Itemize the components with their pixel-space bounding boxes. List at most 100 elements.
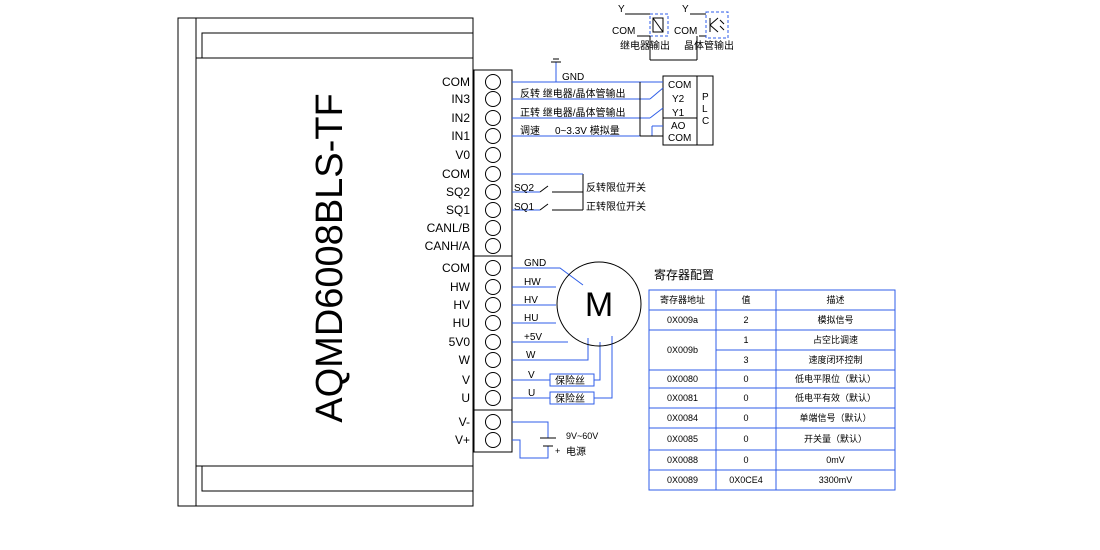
table-cell-value: 0 — [743, 434, 748, 444]
pin-label: V+ — [455, 433, 470, 447]
terminal-screw — [485, 110, 501, 126]
driver-housing — [177, 17, 474, 507]
table-cell-value: 0 — [743, 455, 748, 465]
table-cell-description: 单端信号（默认） — [799, 412, 871, 423]
pin-label: CANL/B — [427, 221, 470, 235]
control-wires — [512, 58, 664, 137]
svg-text:HW: HW — [524, 277, 541, 288]
table-cell-address: 0X0085 — [667, 434, 698, 444]
pin-label: IN2 — [451, 111, 470, 125]
svg-text:电源: 电源 — [566, 445, 586, 458]
plc-block — [649, 36, 714, 146]
pin-label: V — [462, 373, 470, 387]
terminal-screw — [485, 202, 501, 218]
table-cell-address: 0X0089 — [667, 475, 698, 485]
table-cell-description: 开关量（默认） — [804, 433, 867, 444]
terminal-screw — [485, 184, 501, 200]
relay-output-symbol: Y COM 继电器输出 — [612, 4, 670, 52]
terminal-screw — [485, 352, 501, 368]
table-header: 描述 — [826, 294, 844, 305]
table-cell-description: 低电平有效（默认） — [795, 392, 876, 403]
driver-model-label: AQMD6008BLS-TF — [309, 93, 351, 422]
svg-text:HU: HU — [524, 313, 538, 324]
svg-text:正转限位开关: 正转限位开关 — [586, 200, 646, 213]
terminal-screw — [485, 260, 501, 276]
terminal-screw — [485, 297, 501, 313]
svg-text:Y: Y — [682, 4, 689, 15]
svg-text:AO: AO — [671, 121, 686, 132]
table-cell-value: 0X0CE4 — [729, 475, 763, 485]
svg-text:P: P — [702, 92, 709, 103]
table-cell-description: 3300mV — [819, 475, 853, 485]
terminal-screw — [485, 74, 501, 90]
terminal-screw — [485, 390, 501, 406]
terminal-screw — [485, 91, 501, 107]
table-cell-value: 0 — [743, 393, 748, 403]
pin-label: COM — [442, 75, 470, 89]
terminal-screw — [485, 128, 501, 144]
power-supply: 9V~60V + 电源 — [512, 421, 598, 459]
terminal-blocks — [473, 69, 513, 453]
motor: M — [556, 261, 642, 347]
table-cell-address: 0X0081 — [667, 393, 698, 403]
pin-label: SQ2 — [446, 185, 470, 199]
terminal-screws — [485, 74, 501, 448]
table-cell-address: 0X009a — [667, 315, 698, 325]
svg-text:晶体管输出: 晶体管输出 — [684, 39, 734, 52]
svg-text:0~3.3V 模拟量: 0~3.3V 模拟量 — [555, 124, 620, 137]
svg-text:W: W — [526, 350, 536, 361]
pin-label: U — [461, 391, 470, 405]
table-cell-value: 2 — [743, 315, 748, 325]
table-cell-value: 0 — [743, 374, 748, 384]
svg-text:继电器输出: 继电器输出 — [620, 39, 670, 52]
svg-text:正转 继电器/晶体管输出: 正转 继电器/晶体管输出 — [520, 106, 626, 119]
limit-switches: SQ2 SQ1 反转限位开关 正转限位开关 — [512, 173, 646, 213]
terminal-screw — [485, 238, 501, 254]
terminal-screw — [485, 315, 501, 331]
svg-text:COM: COM — [668, 80, 691, 91]
pin-label: CANH/A — [425, 239, 470, 253]
pin-label: W — [459, 353, 471, 367]
svg-text:Y1: Y1 — [672, 108, 685, 119]
pin-label: HU — [453, 316, 470, 330]
terminal-screw — [485, 414, 501, 430]
table-cell-address: 0X0088 — [667, 455, 698, 465]
table-cell-description: 速度闭环控制 — [808, 354, 862, 365]
pin-label: HV — [453, 298, 470, 312]
control-labels: GND 反转 继电器/晶体管输出 正转 继电器/晶体管输出 调速 0~3.3V … — [520, 72, 626, 137]
pin-label: COM — [442, 261, 470, 275]
terminal-screw — [485, 432, 501, 448]
svg-text:Y2: Y2 — [672, 94, 685, 105]
pin-label: V- — [459, 415, 470, 429]
svg-text:U: U — [528, 388, 535, 399]
table-cell-description: 低电平限位（默认） — [795, 373, 876, 384]
table-header: 寄存器地址 — [660, 294, 705, 305]
terminal-screw — [485, 334, 501, 350]
svg-text:COM: COM — [612, 26, 635, 37]
pin-label: V0 — [455, 148, 470, 162]
svg-text:COM: COM — [674, 26, 697, 37]
motor-wire-labels: GND HW HV HU +5V W V U — [524, 258, 546, 399]
table-cell-description: 0mV — [826, 455, 845, 465]
svg-text:+5V: +5V — [524, 332, 542, 343]
pin-label: IN3 — [451, 92, 470, 106]
svg-text:Y: Y — [618, 4, 625, 15]
table-cell-address: 0X0084 — [667, 413, 698, 423]
terminal-screw — [485, 166, 501, 182]
svg-text:反转 继电器/晶体管输出: 反转 继电器/晶体管输出 — [520, 87, 626, 100]
terminal-screw — [485, 372, 501, 388]
svg-text:保险丝: 保险丝 — [555, 374, 585, 387]
svg-text:C: C — [702, 116, 709, 127]
svg-text:L: L — [702, 104, 708, 115]
svg-text:保险丝: 保险丝 — [555, 392, 585, 405]
table-header: 值 — [741, 294, 750, 305]
table-cell-value: 1 — [743, 335, 748, 345]
svg-text:V: V — [528, 370, 535, 381]
svg-text:GND: GND — [524, 258, 546, 269]
svg-text:SQ2: SQ2 — [514, 183, 534, 194]
transistor-output-symbol: Y COM 晶体管输出 — [674, 4, 734, 52]
table-cell-description: 占空比调速 — [813, 334, 858, 345]
pin-label: SQ1 — [446, 203, 470, 217]
svg-text:调速: 调速 — [520, 125, 540, 137]
